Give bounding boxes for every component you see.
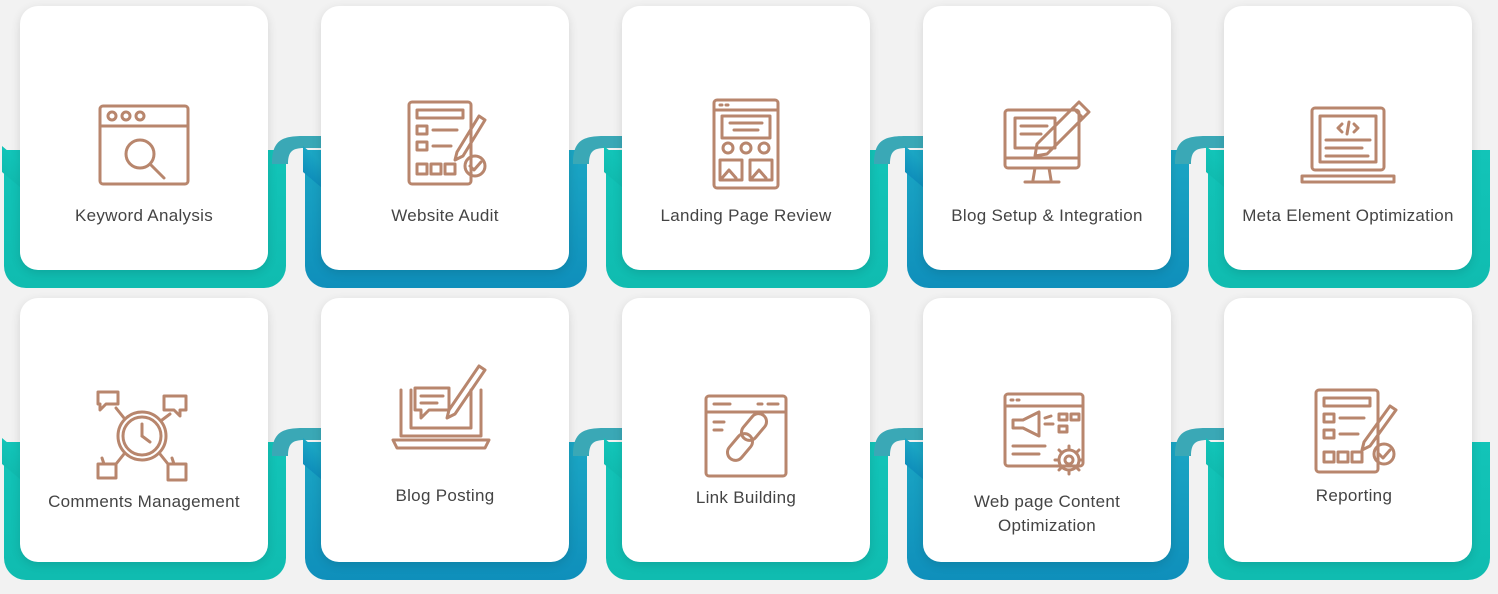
clock-comments-icon <box>94 386 194 486</box>
step-comments-management: Comments Management <box>0 292 300 587</box>
step-card: Reporting <box>1224 298 1472 562</box>
step-card: Blog Setup & Integration <box>923 6 1171 270</box>
step-meta-element-optimization: Meta Element Optimization <box>1204 0 1498 295</box>
step-card: Keyword Analysis <box>20 6 268 270</box>
step-card: Link Building <box>622 298 870 562</box>
step-reporting: Reporting <box>1204 292 1498 587</box>
monitor-pencil-icon <box>997 94 1097 194</box>
step-label: Link Building <box>695 488 797 507</box>
step-label: Website Audit <box>391 206 499 225</box>
step-card: Landing Page Review <box>622 6 870 270</box>
step-web-page-content-optimization: Web page Content Optimization <box>903 292 1203 587</box>
step-label: Landing Page Review <box>660 206 832 225</box>
laptop-chat-pen-icon <box>391 360 501 460</box>
step-label: Meta Element Optimization <box>1242 206 1454 225</box>
step-card: Blog Posting <box>321 298 569 562</box>
step-landing-page-review: Landing Page Review <box>602 0 902 295</box>
laptop-code-icon <box>1298 94 1398 194</box>
step-card: Comments Management <box>20 298 268 562</box>
step-card: Meta Element Optimization <box>1224 6 1472 270</box>
browser-megaphone-gear-icon <box>997 386 1097 486</box>
landing-page-icon <box>696 94 796 194</box>
step-label: Comments Management <box>48 492 240 511</box>
step-label: Web page Content Optimization <box>973 492 1121 535</box>
step-keyword-analysis: Keyword Analysis <box>0 0 300 295</box>
step-label: Blog Setup & Integration <box>951 206 1143 225</box>
browser-chain-icon <box>696 386 796 486</box>
step-label: Keyword Analysis <box>74 206 214 225</box>
browser-search-icon <box>94 94 194 194</box>
process-row-1: Keyword Analysis Website Audit <box>0 0 1498 295</box>
step-blog-posting: Blog Posting <box>301 292 601 587</box>
checklist-edit-icon <box>395 94 495 194</box>
step-label: Reporting <box>1315 486 1393 505</box>
step-card: Web page Content Optimization <box>923 298 1171 562</box>
report-check-icon <box>1310 386 1410 486</box>
step-website-audit: Website Audit <box>301 0 601 295</box>
step-link-building: Link Building <box>602 292 902 587</box>
step-blog-setup: Blog Setup & Integration <box>903 0 1203 295</box>
step-label: Blog Posting <box>395 486 495 505</box>
step-card: Website Audit <box>321 6 569 270</box>
process-row-2: Comments Management Blog Posting <box>0 292 1498 587</box>
